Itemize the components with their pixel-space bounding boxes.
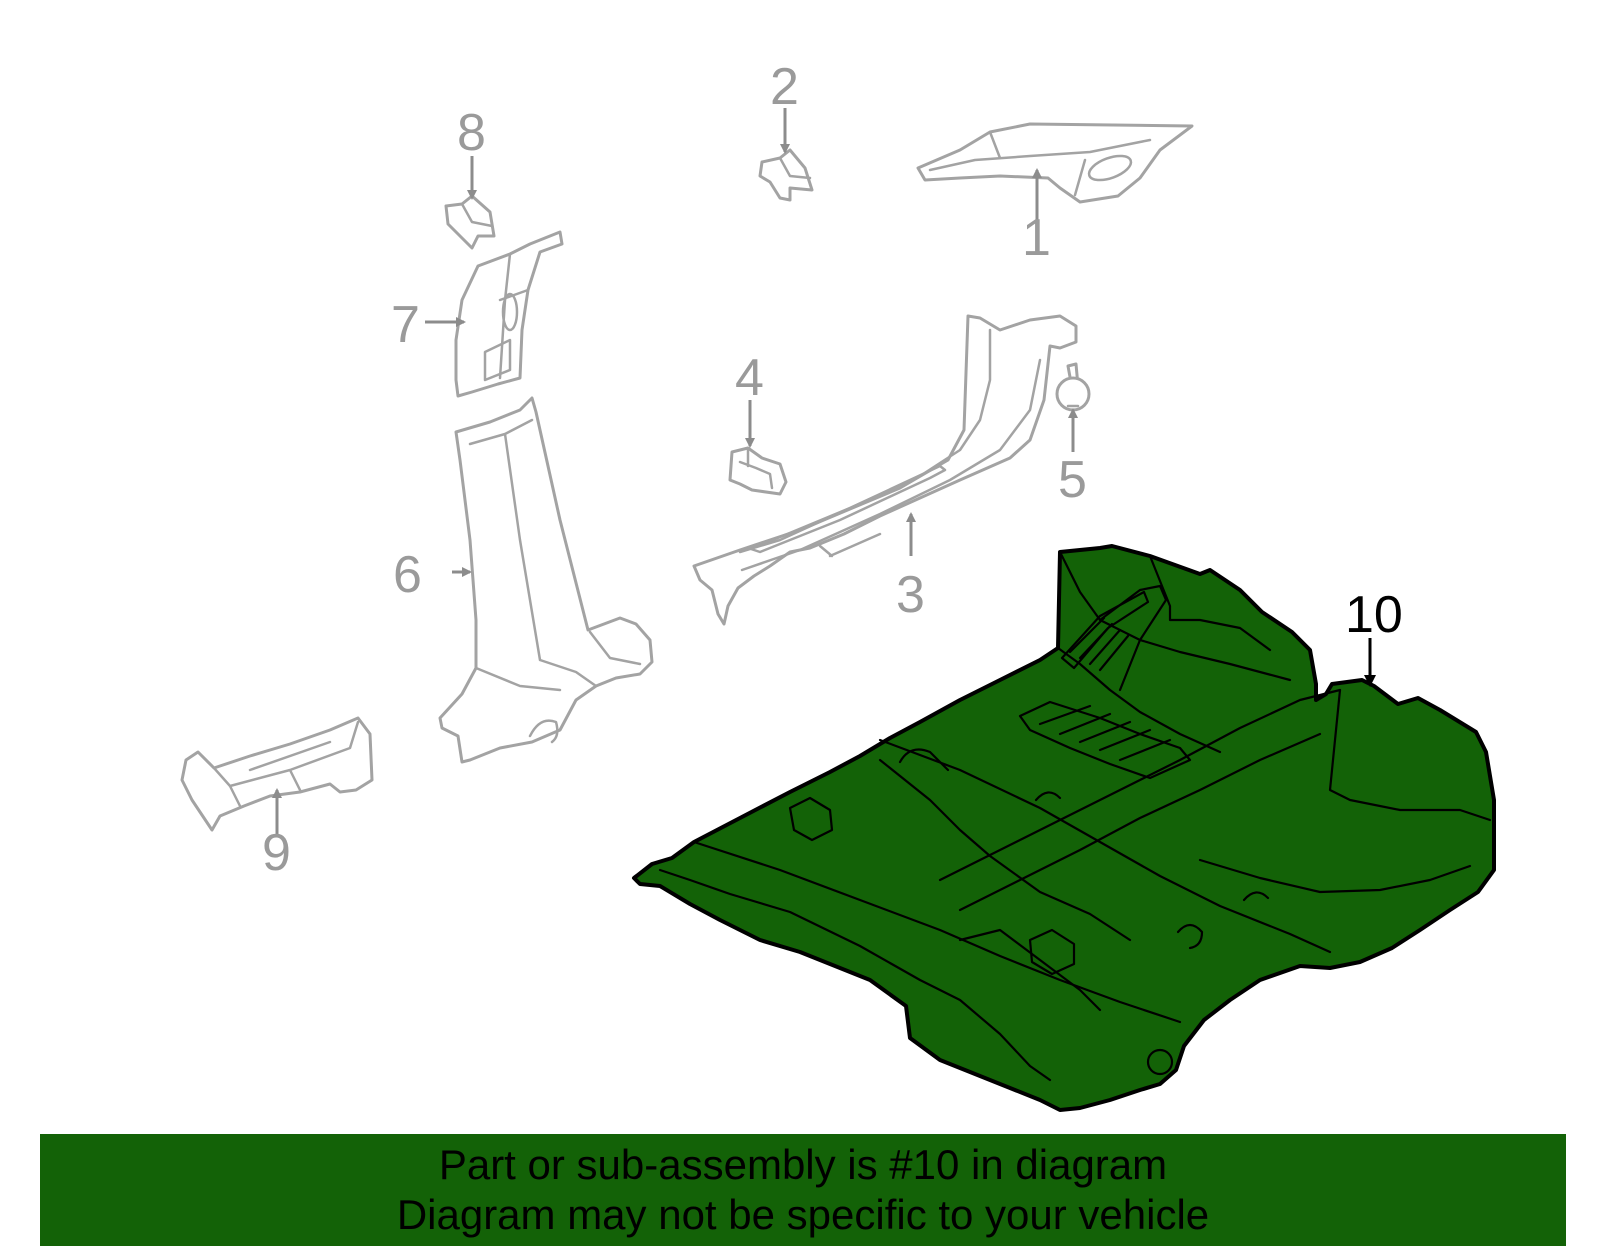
part-3-sill-plate — [692, 314, 1078, 626]
part-1-upper-trim — [916, 122, 1194, 204]
callout-2: 2 — [770, 58, 799, 116]
callout-3: 3 — [896, 566, 925, 624]
part-4-clip — [728, 446, 788, 496]
part-7-upper-pillar-trim — [454, 230, 564, 398]
callout-10: 10 — [1345, 586, 1403, 644]
part-6-b-pillar-trim — [438, 396, 654, 764]
callout-6: 6 — [393, 546, 422, 604]
callout-7: 7 — [391, 296, 420, 354]
part-9-rear-trim — [180, 716, 374, 832]
part-2-clip — [758, 148, 814, 202]
part-5-push-pin — [1055, 362, 1091, 412]
banner-line-1: Part or sub-assembly is #10 in diagram — [438, 1141, 1168, 1188]
callout-9: 9 — [262, 824, 291, 882]
info-banner: Part or sub-assembly is #10 in diagram D… — [40, 1134, 1566, 1246]
part-8-clip — [444, 194, 496, 250]
callout-5: 5 — [1058, 451, 1087, 509]
banner-line-2: Diagram may not be specific to your vehi… — [396, 1191, 1210, 1238]
callout-8: 8 — [457, 104, 486, 162]
callout-1: 1 — [1022, 209, 1051, 267]
part-10-floor-carpet — [632, 544, 1496, 1112]
carpet-body — [632, 544, 1496, 1112]
callout-4: 4 — [735, 349, 764, 407]
